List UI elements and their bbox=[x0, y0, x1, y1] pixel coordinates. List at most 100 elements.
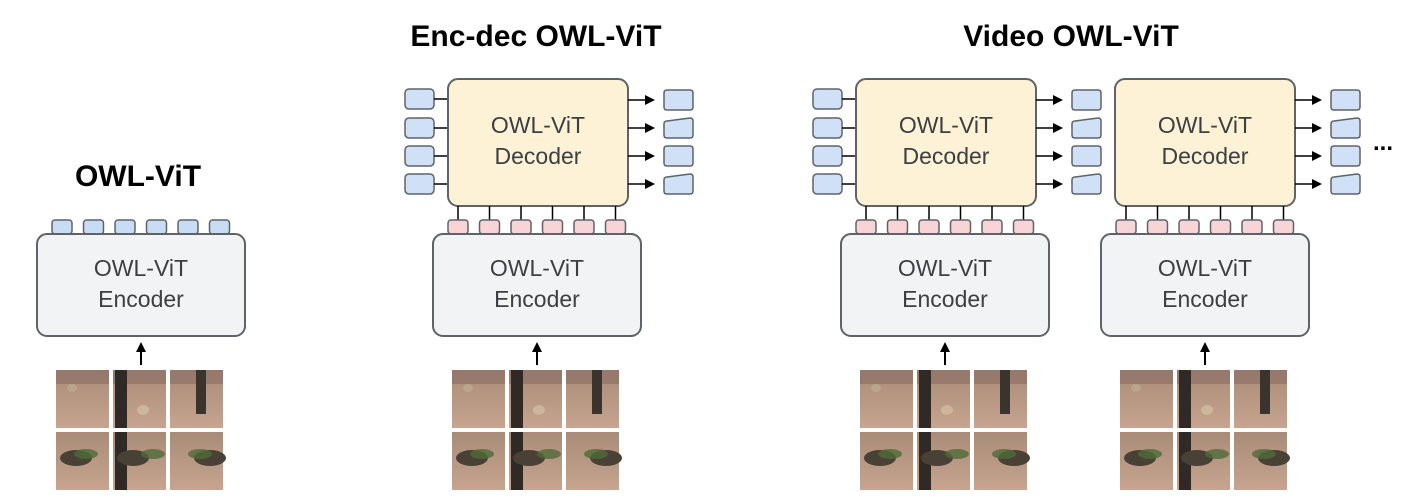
output-token bbox=[663, 117, 694, 139]
output-token bbox=[1330, 173, 1361, 195]
encoder-box-frame-2 bbox=[1100, 233, 1310, 337]
token bbox=[855, 219, 877, 235]
decoder-box bbox=[447, 78, 629, 207]
output-token bbox=[663, 89, 694, 111]
token bbox=[541, 219, 564, 235]
token bbox=[114, 219, 136, 235]
tree-trunk bbox=[115, 370, 127, 428]
output-token bbox=[1330, 145, 1361, 167]
token bbox=[981, 219, 1003, 235]
encoder-label-line1: OWL-ViT bbox=[898, 255, 992, 281]
encoder-label-line1: OWL-ViT bbox=[490, 255, 584, 281]
query-tokens bbox=[812, 88, 856, 195]
moss bbox=[188, 449, 212, 459]
token bbox=[208, 219, 231, 235]
query-token bbox=[812, 88, 843, 110]
deer bbox=[67, 384, 77, 392]
query-token bbox=[812, 145, 843, 167]
tree-trunk bbox=[1179, 370, 1191, 428]
decoder-output-tokens bbox=[628, 89, 694, 195]
query-token bbox=[404, 173, 435, 195]
decoder-label-line1: OWL-ViT bbox=[899, 112, 993, 138]
encoder-box bbox=[36, 233, 246, 337]
moss bbox=[537, 449, 561, 459]
image-patch bbox=[1234, 370, 1287, 428]
decoder-label-line2: Decoder bbox=[903, 143, 990, 169]
deer bbox=[1201, 405, 1213, 415]
image-patch bbox=[1120, 370, 1173, 428]
moss bbox=[992, 449, 1016, 459]
output-token bbox=[1071, 145, 1102, 167]
image-patch bbox=[1120, 432, 1173, 490]
output-token bbox=[1071, 89, 1102, 111]
decoder-label-line2: Decoder bbox=[1162, 143, 1249, 169]
output-token bbox=[1330, 117, 1361, 139]
token bbox=[1209, 219, 1232, 235]
image-patch bbox=[974, 432, 1030, 490]
query-token bbox=[404, 88, 435, 110]
token bbox=[886, 219, 909, 235]
deer bbox=[1131, 384, 1141, 392]
image-patch bbox=[170, 370, 223, 428]
tree-trunk bbox=[511, 370, 523, 428]
decoder-label-line1: OWL-ViT bbox=[1158, 112, 1252, 138]
moss bbox=[1138, 449, 1162, 459]
image-patches-frame-2 bbox=[1120, 370, 1290, 490]
encoder-output-tokens bbox=[447, 206, 627, 235]
panel-title-encdec: Enc-dec OWL-ViT bbox=[410, 20, 661, 53]
encoder-label-line1: OWL-ViT bbox=[94, 255, 188, 281]
token bbox=[949, 219, 972, 235]
decoder-box-frame-2 bbox=[1114, 78, 1296, 207]
encoder-label-line2: Encoder bbox=[1162, 286, 1248, 312]
token bbox=[573, 219, 595, 235]
image-patch bbox=[1234, 432, 1290, 490]
token bbox=[1115, 219, 1137, 235]
moss bbox=[141, 449, 165, 459]
image-patch bbox=[452, 432, 505, 490]
deer bbox=[533, 405, 545, 415]
token bbox=[918, 219, 940, 235]
image-patch bbox=[509, 370, 562, 428]
query-token bbox=[812, 173, 843, 195]
deer bbox=[137, 405, 149, 415]
token bbox=[1272, 219, 1295, 235]
encoder-label-line2: Encoder bbox=[902, 286, 988, 312]
patch-shadow bbox=[1120, 370, 1173, 384]
token bbox=[604, 219, 627, 235]
token bbox=[510, 219, 532, 235]
patch-shadow bbox=[56, 370, 109, 384]
image-patch bbox=[860, 370, 913, 428]
continuation-ellipsis: ... bbox=[1373, 129, 1393, 156]
encoder-label-line1: OWL-ViT bbox=[1158, 255, 1252, 281]
tree-trunk bbox=[196, 370, 206, 414]
image-patch bbox=[974, 370, 1027, 428]
token bbox=[145, 219, 168, 235]
token bbox=[177, 219, 199, 235]
encoder-output-tokens-frame-2 bbox=[1115, 206, 1295, 235]
output-token bbox=[663, 145, 694, 167]
image-patch bbox=[56, 432, 109, 490]
query-token bbox=[404, 117, 435, 139]
moss bbox=[1205, 449, 1229, 459]
tree-trunk bbox=[592, 370, 602, 414]
image-patch bbox=[566, 370, 619, 428]
tree-trunk bbox=[919, 370, 931, 428]
encoder-output-tokens bbox=[51, 219, 231, 235]
encoder-box-frame-1 bbox=[840, 233, 1050, 337]
image-patch bbox=[113, 432, 166, 490]
moss bbox=[1252, 449, 1276, 459]
token bbox=[1146, 219, 1169, 235]
image-patches bbox=[452, 370, 622, 490]
token bbox=[1241, 219, 1263, 235]
image-patch bbox=[509, 432, 562, 490]
image-patch bbox=[452, 370, 505, 428]
deer bbox=[871, 384, 881, 392]
moss bbox=[584, 449, 608, 459]
decoder-label-line2: Decoder bbox=[495, 143, 582, 169]
query-token bbox=[404, 145, 435, 167]
output-token bbox=[1071, 173, 1102, 195]
output-token bbox=[663, 173, 694, 195]
encoder-label-line2: Encoder bbox=[98, 286, 184, 312]
encoder-output-tokens-frame-1 bbox=[855, 206, 1035, 235]
